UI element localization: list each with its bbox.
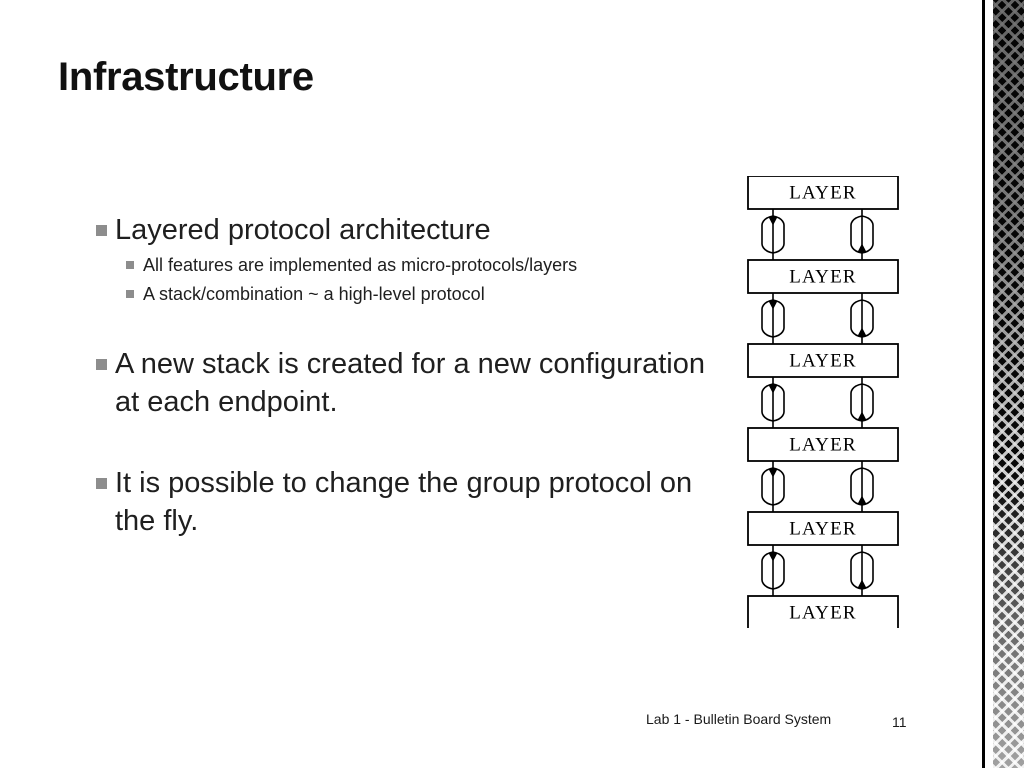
layer-box: LAYER (747, 259, 899, 294)
bullet-level2-text: All features are implemented as micro-pr… (143, 254, 578, 275)
sub-bullet-square-icon (126, 260, 134, 269)
bullet-level1-text: It is possible to change the group proto… (115, 467, 693, 537)
bullet-group-1: Layered protocol architecture All featur… (96, 212, 726, 307)
spacer (96, 310, 726, 346)
arrowhead-down-icon (768, 384, 778, 394)
arrowhead-up-icon (857, 327, 867, 337)
layer-label: LAYER (789, 267, 857, 288)
page-title: Infrastructure (58, 55, 314, 99)
bullet-square-icon (96, 225, 107, 236)
layer-box: LAYER (747, 176, 899, 210)
sub-bullet-square-icon (126, 289, 134, 298)
bullet-level2: A stack/combination ~ a high-level proto… (126, 281, 726, 307)
arrowhead-down-icon (768, 300, 778, 310)
page-number: 11 (892, 714, 907, 730)
bullet-level2: All features are implemented as micro-pr… (126, 252, 726, 278)
edge-vertical-rule (982, 0, 985, 768)
bullet-group-3: It is possible to change the group proto… (96, 465, 726, 540)
layer-box: LAYER (747, 427, 899, 462)
bullet-square-icon (96, 358, 107, 370)
footer-label: Lab 1 - Bulletin Board System (646, 711, 832, 727)
bullet-level2-text: A stack/combination ~ a high-level proto… (143, 283, 485, 304)
bullet-level1: It is possible to change the group proto… (96, 465, 726, 540)
layer-box: LAYER (747, 595, 899, 628)
bullet-level1-text: Layered protocol architecture (115, 214, 491, 246)
layer-box: LAYER (747, 343, 899, 378)
layer-label: LAYER (789, 435, 857, 456)
arrowhead-up-icon (857, 243, 867, 253)
edge-gap (985, 0, 993, 768)
slide-body: Layered protocol architecture All featur… (96, 212, 726, 543)
stack-svg: LAYER LAYER LAYER LAYER LAYER LAYER (747, 176, 899, 628)
bullet-group-2: A new stack is created for a new configu… (96, 346, 726, 421)
arrowhead-up-icon (857, 411, 867, 421)
bullet-level1: Layered protocol architecture (96, 212, 726, 250)
edge-pattern-band (993, 0, 1024, 768)
arrowhead-down-icon (768, 468, 778, 478)
bullet-level1: A new stack is created for a new configu… (96, 346, 726, 421)
layered-protocol-stack-diagram: LAYER LAYER LAYER LAYER LAYER LAYER (745, 176, 901, 628)
arrowhead-up-icon (857, 579, 867, 589)
layer-label: LAYER (789, 519, 857, 540)
bullet-level1-text: A new stack is created for a new configu… (115, 347, 705, 418)
layer-box: LAYER (747, 511, 899, 546)
bullet-square-icon (96, 478, 107, 490)
arrowhead-down-icon (768, 552, 778, 562)
channel-up (850, 449, 874, 524)
layer-label: LAYER (789, 603, 857, 624)
channel-up (850, 197, 874, 272)
layer-label: LAYER (789, 183, 857, 204)
spacer (96, 423, 726, 465)
arrowhead-down-icon (768, 216, 778, 226)
layer-label: LAYER (789, 351, 857, 372)
arrowhead-up-icon (857, 495, 867, 505)
